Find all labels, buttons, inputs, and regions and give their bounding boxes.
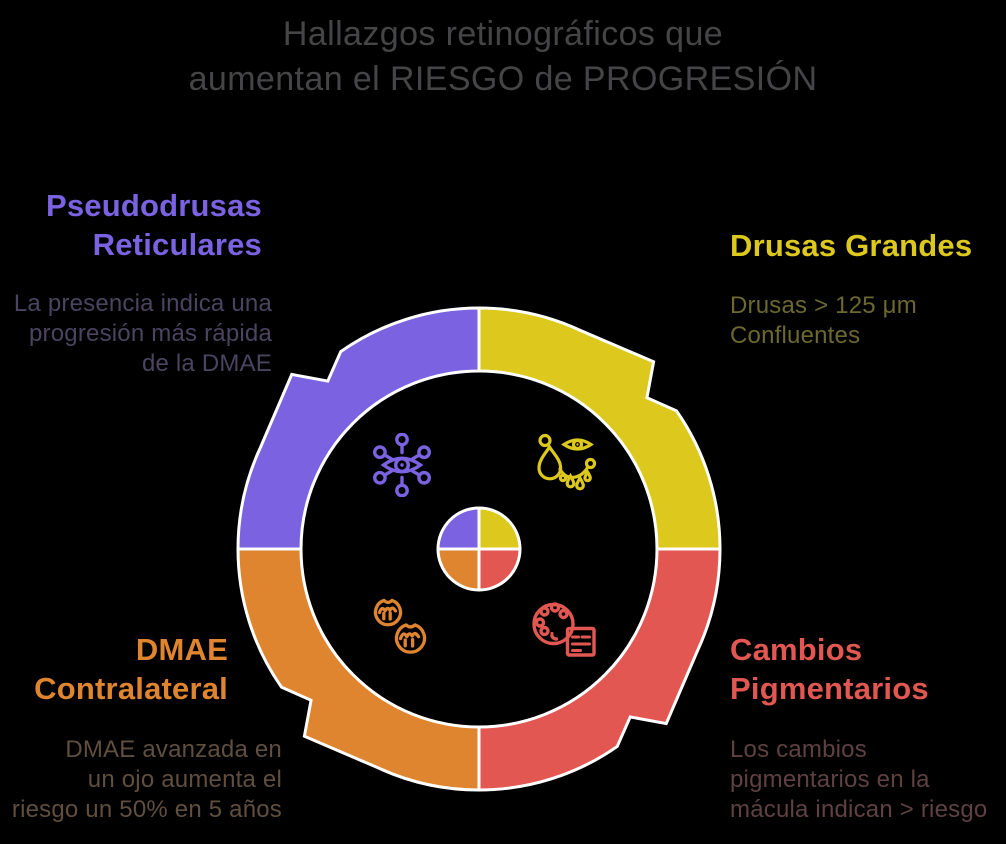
network-eye-icon [370, 433, 434, 497]
center-pie-pseudodrusas-reticulares [436, 506, 481, 551]
cycle-ring-diagram [236, 306, 722, 792]
section-body-dmae-contralateral: DMAE avanzada en un ojo aumenta el riesg… [11, 736, 282, 823]
page-title: Hallazgos retinográficos que aumentan el… [188, 15, 818, 98]
pigment-spots-icon [531, 599, 599, 663]
center-pie-cambios-pigmentarios [477, 547, 522, 592]
cell-blobs-icon [369, 597, 433, 661]
ring-segment-drusas-grandes [477, 306, 722, 551]
section-title-pseudodrusas-reticulares: Pseudodrusas Reticulares [45, 188, 262, 262]
ring-segment-cambios-pigmentarios [477, 547, 722, 792]
section-title-cambios-pigmentarios: Cambios Pigmentarios [730, 632, 929, 706]
section-title-dmae-contralateral: DMAE Contralateral [34, 632, 228, 706]
section-title-drusas-grandes: Drusas Grandes [730, 228, 973, 263]
section-body-cambios-pigmentarios: Los cambios pigmentarios en la mácula in… [730, 736, 988, 823]
center-pie-drusas-grandes [477, 506, 522, 551]
section-body-drusas-grandes: Drusas > 125 μm Confluentes [730, 292, 917, 349]
center-pie-dmae-contralateral [436, 547, 481, 592]
drusen-deposits-icon [533, 431, 601, 499]
ring-segment-pseudodrusas-reticulares [236, 306, 481, 551]
ring-segment-dmae-contralateral [236, 547, 481, 792]
section-body-pseudodrusas-reticulares: La presencia indica una progresión más r… [13, 290, 272, 377]
